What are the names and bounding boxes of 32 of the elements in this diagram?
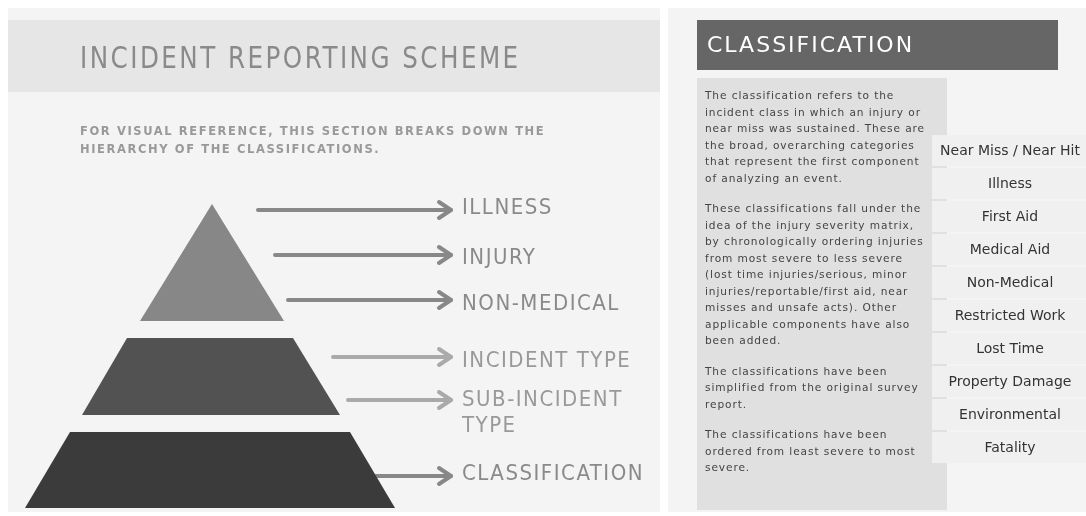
classification-row: Non-Medical bbox=[932, 267, 1086, 298]
classification-row: Property Damage bbox=[932, 366, 1086, 397]
pyramid-tier bbox=[82, 338, 340, 415]
paragraph: The classification refers to the incident class in which an injury or near miss was sustained. These are the broad, overarching categories that represent the first component of analyzing an event. bbox=[705, 88, 927, 186]
title: INCIDENT REPORTING SCHEME bbox=[80, 40, 521, 75]
arrow bbox=[374, 466, 453, 486]
tier-label: INJURY bbox=[462, 244, 537, 270]
classification-row: First Aid bbox=[932, 201, 1086, 232]
header-band: CLASSIFICATION bbox=[697, 20, 1058, 70]
paragraph: These classifications fall under the idea of the injury severity matrix, by chronologically ordering injuries from most severe to less severe (lost time injuries/serious, minor injuries/reportable/first aid, near misses and unsafe acts). Other applicable components have also been added. bbox=[705, 201, 925, 348]
arrow bbox=[346, 390, 453, 410]
paragraph: The classifications have been ordered from least severe to most severe. bbox=[705, 427, 917, 475]
pyramid-top-tier bbox=[140, 204, 284, 321]
classification-row: Restricted Work bbox=[932, 300, 1086, 331]
tier-label: SUB-INCIDENT TYPE bbox=[462, 386, 652, 438]
arrow bbox=[273, 245, 453, 265]
paragraph: The classifications have been simplified from the original survey report. bbox=[705, 363, 920, 412]
classification-row: Medical Aid bbox=[932, 234, 1086, 265]
classification-row: Fatality bbox=[932, 432, 1086, 463]
arrow bbox=[256, 200, 453, 220]
classification-row: Near Miss / Near Hit bbox=[932, 135, 1086, 166]
tier-label: CLASSIFICATION bbox=[462, 460, 645, 486]
arrow bbox=[331, 347, 453, 367]
classification-row: Environmental bbox=[932, 399, 1086, 430]
subtitle-note: FOR VISUAL REFERENCE, THIS SECTION BREAKS DOWN THE HIERARCHY OF THE CLASSIFICATIONS. bbox=[80, 123, 547, 158]
classification-row: Illness bbox=[932, 168, 1086, 199]
arrow bbox=[286, 290, 453, 310]
classification-row: Lost Time bbox=[932, 333, 1086, 364]
pyramid-tier bbox=[25, 432, 395, 508]
tier-label: NON-MEDICAL bbox=[462, 290, 620, 316]
tier-label: INCIDENT TYPE bbox=[462, 347, 632, 373]
tier-label: ILLNESS bbox=[462, 194, 553, 220]
